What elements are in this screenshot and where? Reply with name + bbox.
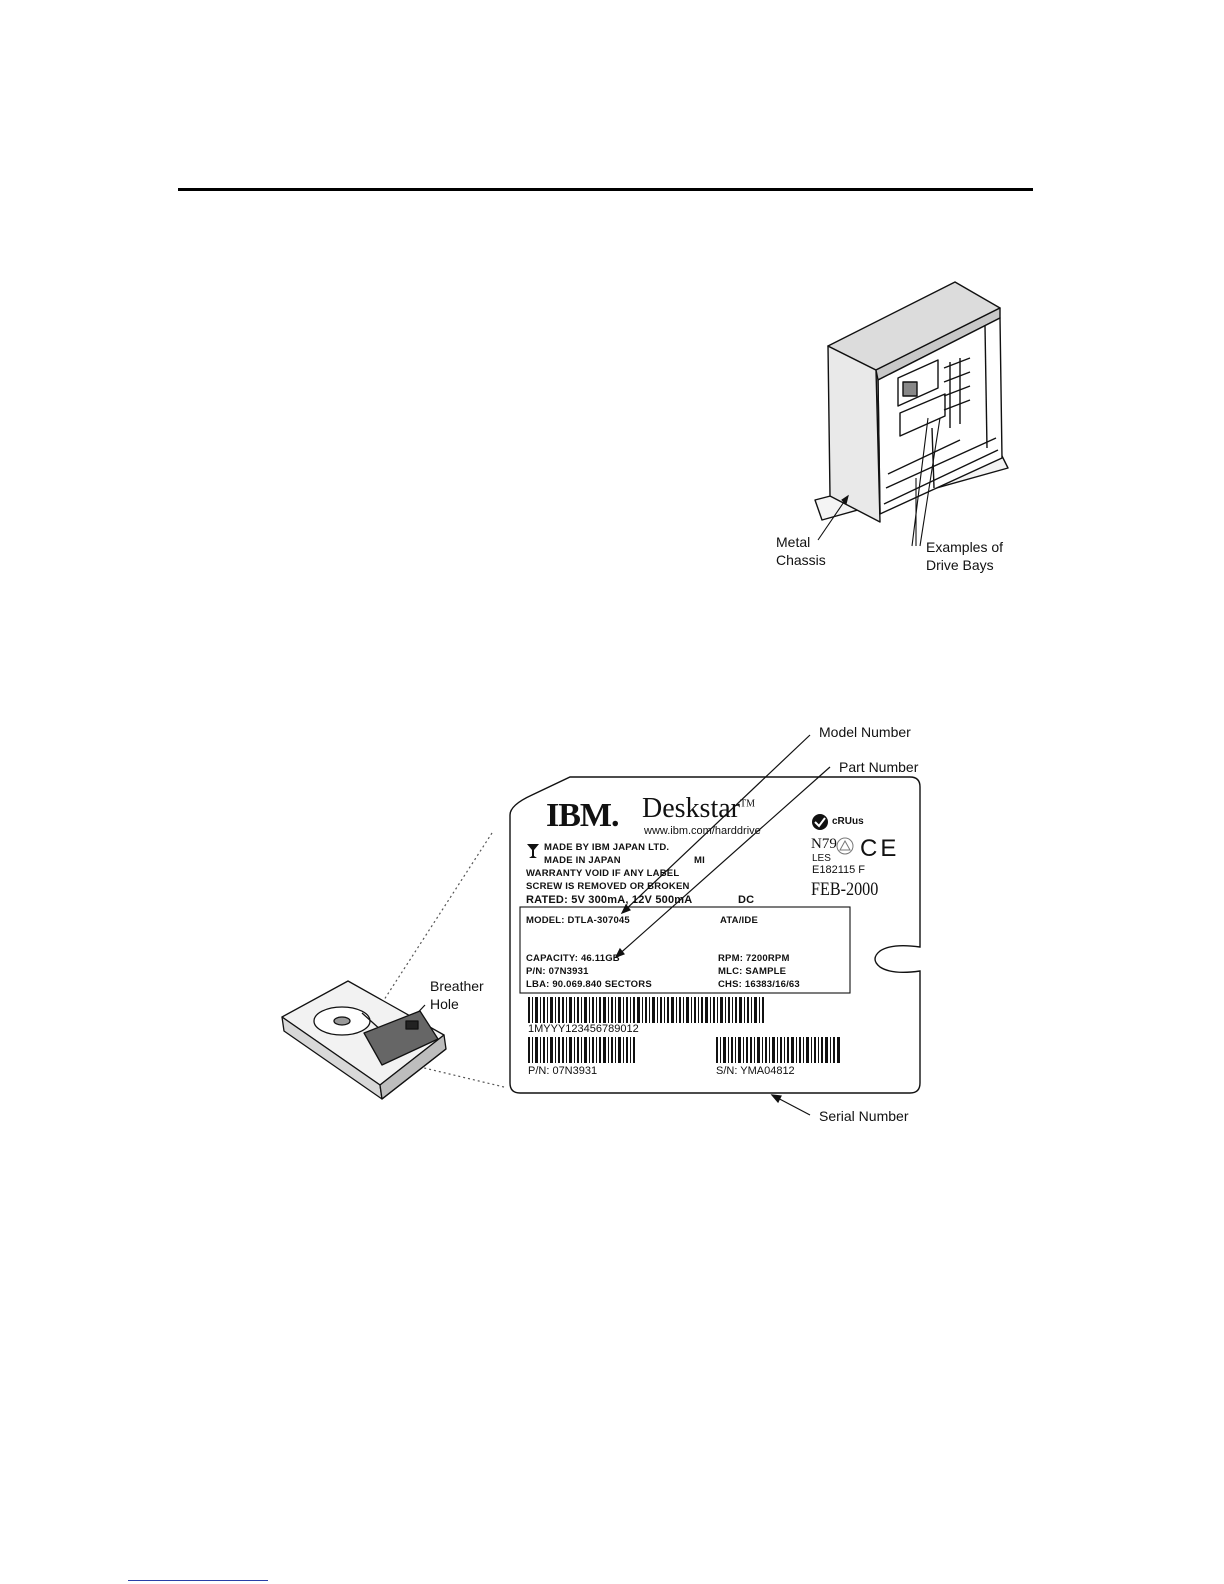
callout-drive-bays-line2: Drive Bays [926,557,994,573]
label-pn-inner: P/N: 07N3931 [526,966,589,977]
callout-drive-bays: Examples of Drive Bays [926,538,1046,574]
callout-serial-number: Serial Number [819,1108,909,1124]
label-warranty-1: WARRANTY VOID IF ANY LABEL [526,868,680,879]
callout-metal-chassis-line2: Chassis [776,552,826,568]
label-made-by: MADE BY IBM JAPAN LTD. [544,842,670,853]
callout-model-number: Model Number [819,724,911,740]
label-capacity: CAPACITY: 46.11GB [526,953,620,964]
drive-label-figure: Model Number Part Number Serial Number B… [270,715,970,1135]
label-interface: ATA/IDE [720,915,758,926]
label-mlc: MLC: SAMPLE [718,966,787,977]
callout-drive-bays-line1: Examples of [926,539,1004,555]
label-url: www.ibm.com/harddrive [644,825,761,837]
callout-breather-hole: Breather Hole [430,977,484,1013]
deskstar-logo: DeskstarTM [642,793,755,825]
deskstar-tm: TM [739,798,755,810]
label-sn-bottom: S/N: YMA04812 [716,1065,795,1077]
e182115-mark: E182115 F [812,864,866,876]
n79-mark: N79 [811,836,837,852]
label-pn-bottom: P/N: 07N3931 [528,1065,598,1077]
label-warranty-2: SCREW IS REMOVED OR BROKEN [526,881,690,892]
label-lba: LBA: 90.069.840 SECTORS [526,979,652,990]
triangle-mark-icon [836,837,854,855]
label-mi: MI [694,855,705,866]
header-rule [178,188,1033,191]
ul-mark: cRUus [832,816,864,827]
callout-breather-line2: Hole [430,996,459,1012]
serial-number-barcode [716,1037,840,1063]
callout-metal-chassis-line1: Metal [776,534,811,550]
label-dc: DC [738,894,755,906]
date-stamp: FEB-2000 [811,879,879,900]
callout-part-number: Part Number [839,759,919,775]
callout-metal-chassis: Metal Chassis [776,533,856,569]
main-barcode [528,997,764,1023]
callout-breather-line1: Breather [430,978,484,994]
recycle-symbol-icon [527,844,539,858]
barcode-text: 1MYYY123456789012 [528,1023,639,1035]
footnote-rule [128,1580,268,1581]
label-rpm: RPM: 7200RPM [718,953,790,964]
label-rated: RATED: 5V 300mA, 12V 500mA [526,894,693,906]
ce-mark: CE [860,835,900,862]
chassis-illustration [814,281,1009,547]
label-model: MODEL: DTLA-307045 [526,915,630,926]
les-mark: LES [812,853,831,864]
deskstar-name: Deskstar [642,793,740,824]
label-made-in: MADE IN JAPAN [544,855,621,866]
ibm-logo: IBM. [546,797,619,834]
label-chs: CHS: 16383/16/63 [718,979,800,990]
check-certification-icon [812,814,828,830]
part-number-barcode [528,1037,635,1063]
chassis-figure: Metal Chassis Examples of Drive Bays [760,278,1050,598]
